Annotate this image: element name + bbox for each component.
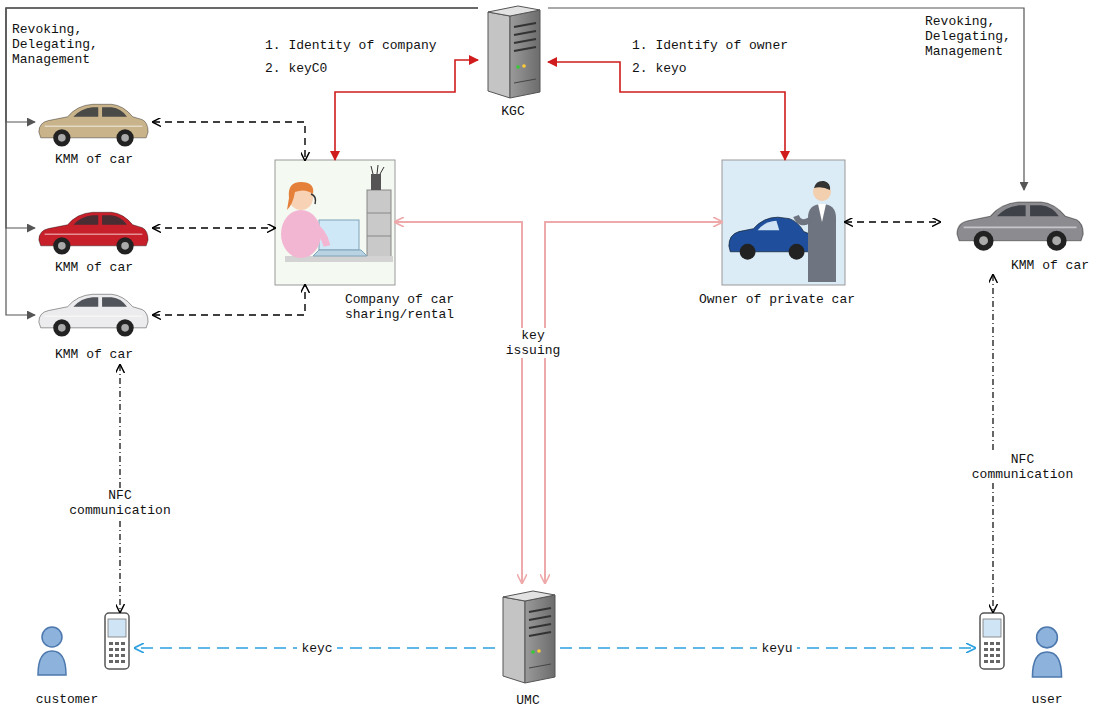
company-picture-part [367, 190, 391, 260]
car-grey-part [957, 202, 1083, 251]
company-picture-part [311, 194, 316, 204]
red-annotation: 2. keyC0 [265, 61, 355, 76]
umc-server: UMC [495, 583, 560, 691]
node-label: KMM of car [1010, 258, 1090, 273]
company-picture-part [377, 165, 378, 174]
car-kmm: KMM of car [35, 92, 153, 170]
node-label: KGC [463, 104, 563, 119]
user-node: user [975, 612, 1070, 684]
owner-picture-part [808, 204, 836, 282]
company-picture-part [311, 224, 327, 246]
kgc-server-icon-part [488, 6, 540, 98]
company-picture-part [371, 174, 381, 190]
company-picture [275, 160, 395, 285]
company-box: Company of car sharing/rental [275, 160, 395, 285]
node-label: KMM of car [35, 152, 153, 167]
edge-label: key issuing [505, 328, 561, 358]
owner-picture-part [818, 204, 826, 222]
customer-person [38, 627, 66, 675]
connector [548, 62, 785, 160]
car-white [39, 294, 148, 336]
user-phone-part [980, 613, 1004, 669]
customer-phone [105, 613, 129, 669]
connector [845, 221, 940, 222]
car-kmm: KMM of car [35, 283, 153, 365]
car-gold [39, 104, 148, 146]
owner-picture-part [722, 160, 845, 285]
owner-picture [722, 160, 845, 285]
customer-person-part [38, 627, 66, 675]
car-grey [957, 202, 1083, 251]
kgc-server: KGC [478, 4, 548, 100]
car-kmm: KMM of car [940, 190, 1098, 275]
company-picture-part [371, 166, 373, 174]
node-label: user [1017, 692, 1077, 707]
red-annotation: 1. Identity of company [265, 38, 450, 53]
node-label: KMM of car [35, 260, 153, 275]
car-red-part [39, 212, 148, 254]
car-gold-part [39, 104, 148, 146]
connector [6, 8, 478, 228]
company-picture-part [380, 167, 384, 174]
umc-server-icon [503, 591, 555, 683]
customer-node: customer [35, 612, 135, 684]
connector [545, 222, 722, 583]
owner-picture-part-part [758, 221, 780, 230]
car-kmm: KMM of car [35, 200, 153, 276]
company-picture-part [275, 160, 395, 285]
node-label: Owner of private car [692, 292, 862, 307]
user-person [1032, 627, 1061, 677]
connector [395, 222, 522, 583]
connector [6, 8, 478, 122]
edge-label: keyu [757, 641, 797, 656]
connector [153, 285, 305, 315]
car-red [39, 212, 148, 254]
connectors [6, 8, 1024, 648]
owner-picture-part-part [740, 244, 756, 260]
kgc-server-icon [488, 6, 540, 98]
umc-server-icon-part [503, 591, 555, 683]
annotation: Revoking, Delegating, Management [925, 14, 1017, 59]
edge-label: NFC communication [60, 488, 180, 518]
connector [335, 60, 478, 160]
company-picture-part [367, 213, 391, 214]
owner-picture-part [796, 216, 810, 222]
edge-label: NFC communication [965, 452, 1080, 482]
owner-box: Owner of private car [722, 160, 845, 285]
connector [153, 122, 305, 160]
node-label: customer [27, 692, 107, 707]
connector [548, 8, 1024, 190]
annotation: Revoking, Delegating, Management [12, 22, 104, 67]
edge-label: keyc [297, 641, 337, 656]
node-label: Company of car sharing/rental [337, 292, 462, 322]
company-picture-part [313, 250, 367, 256]
node-label: UMC [478, 693, 578, 708]
owner-picture-part [814, 181, 830, 190]
connector [992, 275, 993, 612]
node-label: KMM of car [35, 347, 153, 362]
company-picture-part [287, 182, 313, 210]
user-person-part [1032, 627, 1061, 677]
company-picture-part [367, 236, 391, 237]
connector [153, 227, 275, 228]
connector [6, 8, 478, 315]
user-phone [980, 613, 1004, 669]
red-annotation: 2. keyo [632, 61, 712, 76]
owner-picture-part-part [789, 244, 805, 260]
company-picture-part [281, 210, 321, 258]
customer-phone-part [105, 613, 129, 669]
car-white-part [39, 294, 148, 336]
red-annotation: 1. Identify of owner [632, 38, 797, 53]
